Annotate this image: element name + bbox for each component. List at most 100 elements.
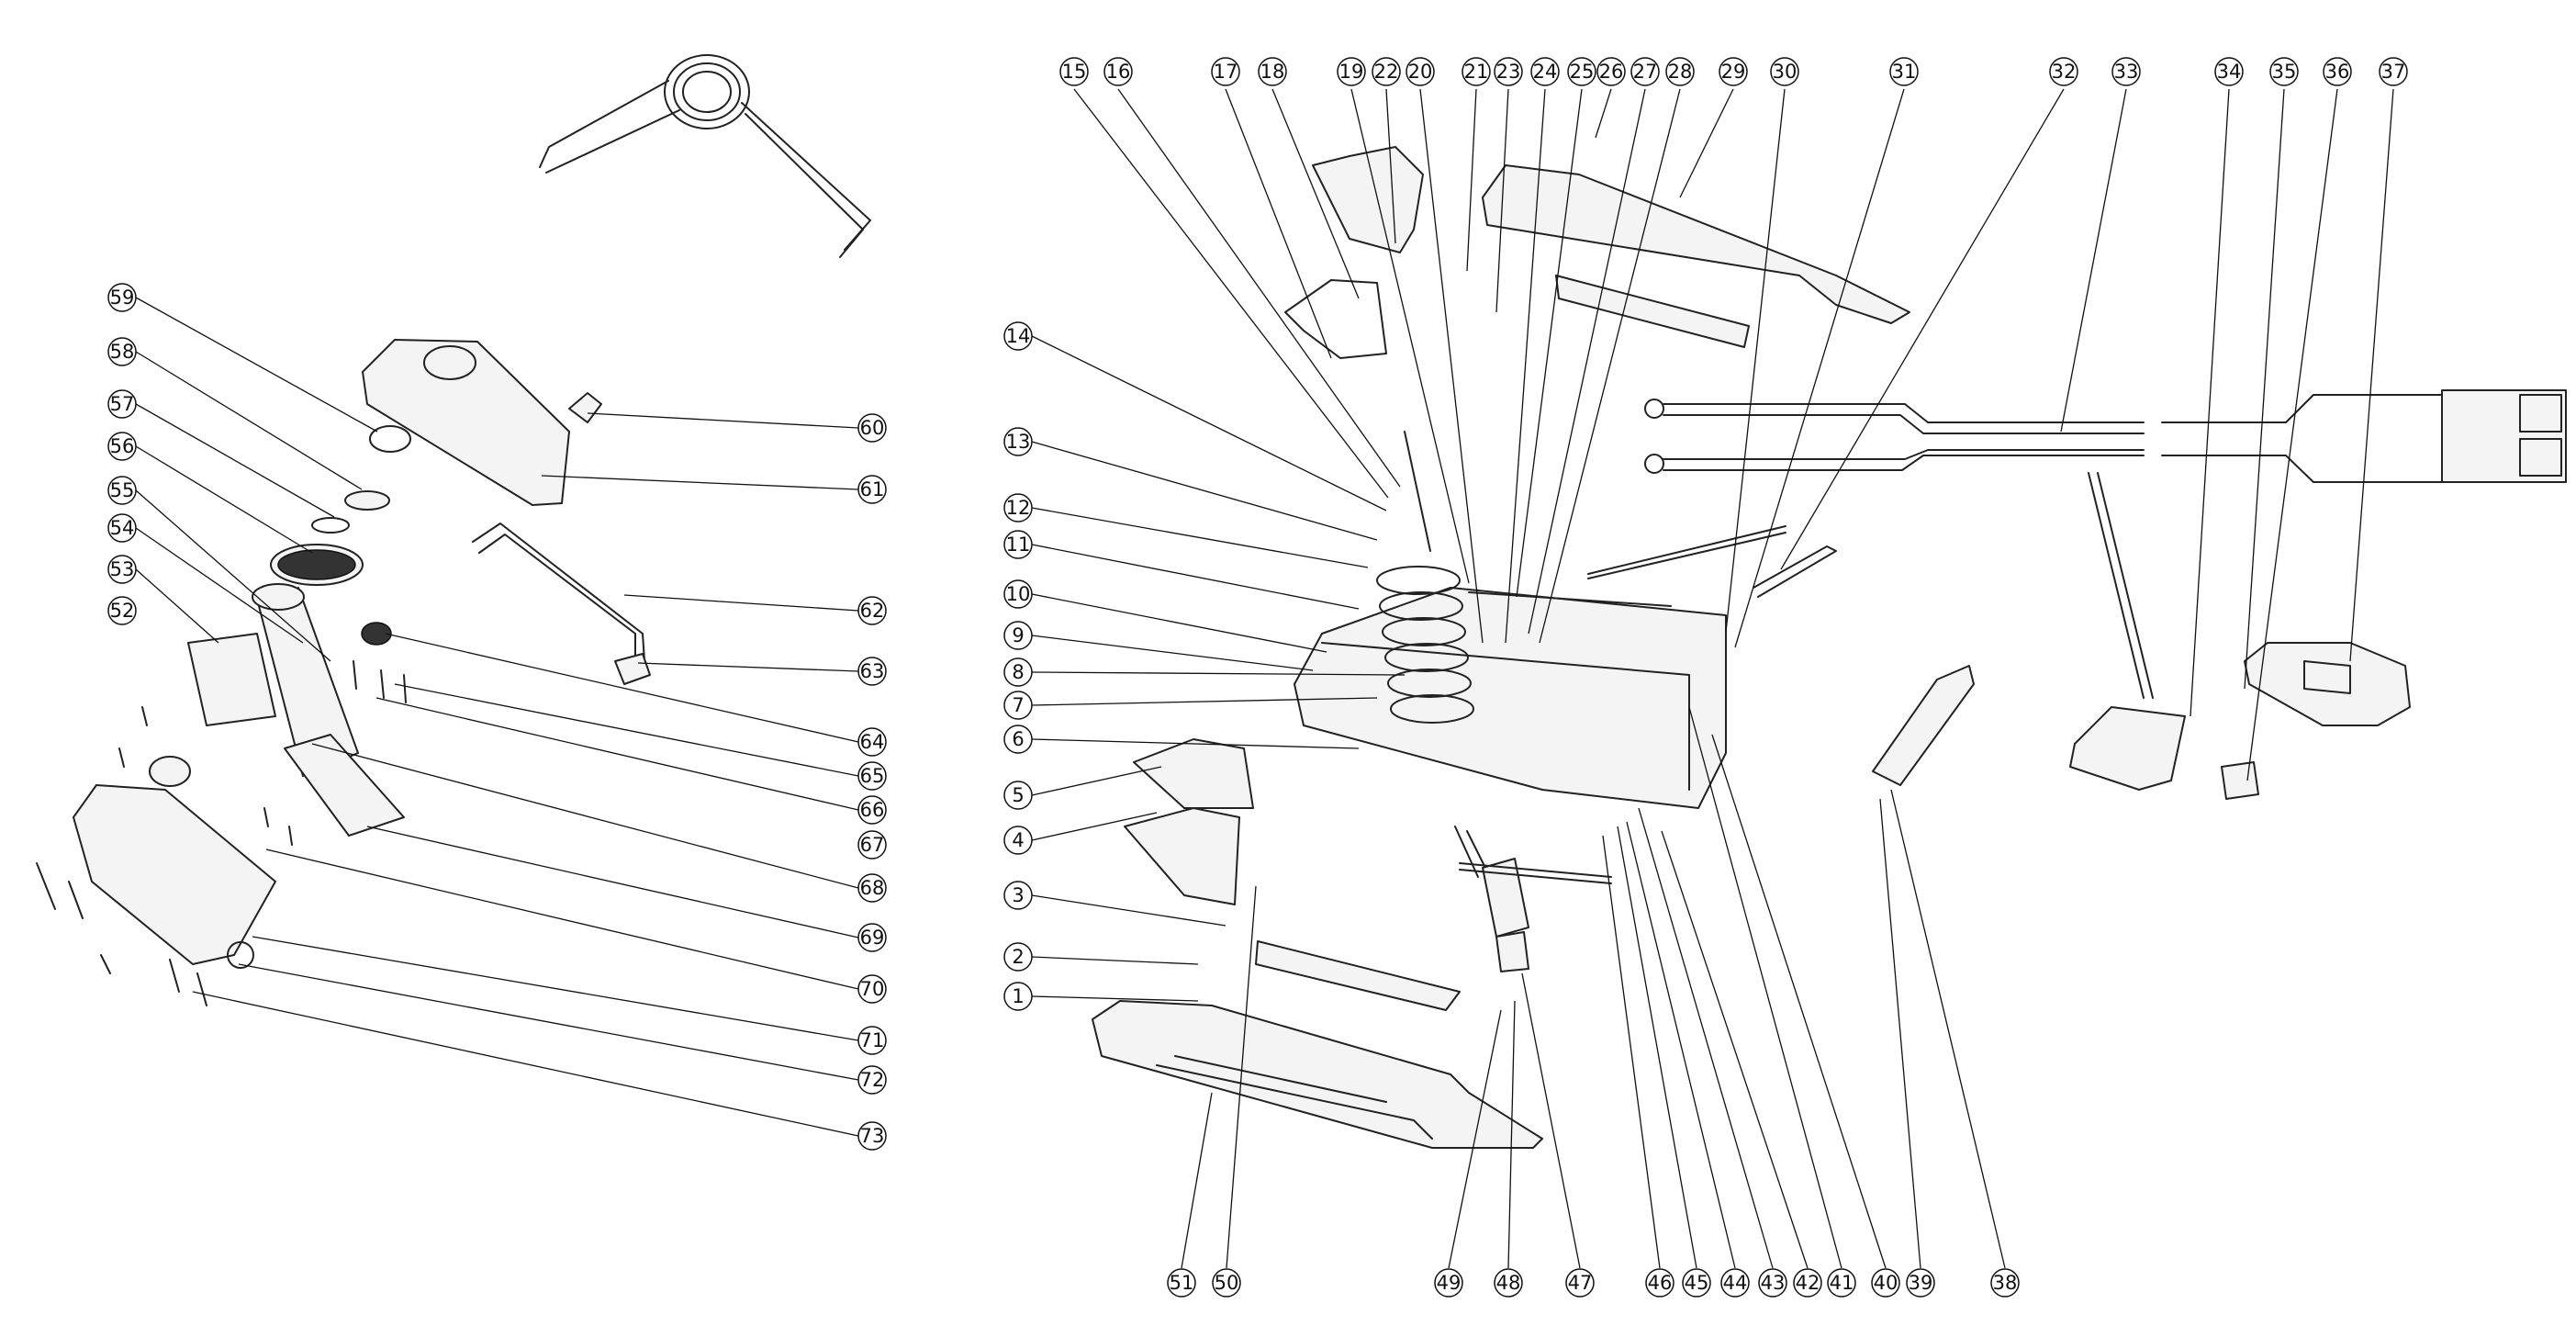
callout-56: 56 <box>107 432 137 461</box>
svg-text:27: 27 <box>1633 61 1658 83</box>
callout-11: 11 <box>1003 530 1033 559</box>
callout-24: 24 <box>1530 57 1560 86</box>
svg-text:60: 60 <box>860 417 885 439</box>
callout-36: 36 <box>2323 57 2352 86</box>
callout-16: 16 <box>1103 57 1133 86</box>
callout-2: 2 <box>1003 942 1033 972</box>
callout-6: 6 <box>1003 725 1033 754</box>
callout-71: 71 <box>857 1026 887 1055</box>
callout-31: 31 <box>1889 57 1919 86</box>
svg-text:73: 73 <box>860 1125 885 1147</box>
callout-61: 61 <box>857 475 887 504</box>
svg-text:61: 61 <box>860 478 885 500</box>
left-assembly-drawing <box>36 54 871 1006</box>
svg-text:46: 46 <box>1648 1272 1673 1294</box>
callout-46: 46 <box>1645 1268 1674 1298</box>
callout-54: 54 <box>107 513 137 543</box>
callout-9: 9 <box>1003 621 1033 650</box>
svg-text:56: 56 <box>110 435 135 457</box>
callout-72: 72 <box>857 1065 887 1095</box>
callout-60: 60 <box>857 413 887 443</box>
svg-text:50: 50 <box>1215 1272 1239 1294</box>
svg-text:67: 67 <box>860 834 885 856</box>
callout-30: 30 <box>1770 57 1799 86</box>
callout-63: 63 <box>857 657 887 686</box>
svg-text:7: 7 <box>1012 694 1024 716</box>
svg-text:59: 59 <box>110 287 135 309</box>
callout-49: 49 <box>1434 1268 1463 1298</box>
right-assembly-drawing <box>1092 146 2567 1149</box>
leader-lines <box>135 88 2394 1269</box>
bottom-cover <box>1092 1000 1543 1149</box>
svg-text:38: 38 <box>1993 1272 2018 1294</box>
callout-10: 10 <box>1003 579 1033 609</box>
callout-45: 45 <box>1682 1268 1711 1298</box>
svg-text:71: 71 <box>860 1029 885 1051</box>
svg-text:40: 40 <box>1874 1272 1898 1294</box>
callout-19: 19 <box>1337 57 1366 86</box>
svg-text:36: 36 <box>2325 61 2350 83</box>
svg-text:6: 6 <box>1012 728 1024 750</box>
svg-text:49: 49 <box>1437 1272 1462 1294</box>
svg-text:63: 63 <box>860 660 885 682</box>
callout-26: 26 <box>1596 57 1626 86</box>
svg-text:30: 30 <box>1773 61 1798 83</box>
svg-text:5: 5 <box>1012 784 1024 806</box>
callout-68: 68 <box>857 873 887 903</box>
svg-text:19: 19 <box>1339 61 1364 83</box>
torsion-spring <box>539 54 871 258</box>
svg-text:57: 57 <box>110 393 135 415</box>
svg-text:54: 54 <box>110 517 135 539</box>
svg-text:64: 64 <box>860 731 885 753</box>
controller-box <box>2069 706 2186 791</box>
callout-3: 3 <box>1003 881 1033 910</box>
callout-27: 27 <box>1630 57 1660 86</box>
callouts: 1 2 3 4 5 6 7 8 9 10 11 12 13 14 15 16 1… <box>107 57 2408 1298</box>
svg-text:62: 62 <box>860 600 885 622</box>
svg-text:70: 70 <box>860 978 885 1000</box>
svg-text:22: 22 <box>1374 61 1399 83</box>
svg-text:11: 11 <box>1006 534 1031 556</box>
callout-66: 66 <box>857 795 887 825</box>
svg-text:13: 13 <box>1006 431 1031 453</box>
svg-text:16: 16 <box>1106 61 1131 83</box>
svg-text:37: 37 <box>2381 61 2406 83</box>
svg-text:35: 35 <box>2272 61 2297 83</box>
svg-text:47: 47 <box>1568 1272 1593 1294</box>
svg-text:34: 34 <box>2217 61 2242 83</box>
callout-18: 18 <box>1258 57 1287 86</box>
svg-text:8: 8 <box>1012 661 1024 683</box>
svg-text:4: 4 <box>1012 829 1024 851</box>
svg-text:65: 65 <box>860 765 885 787</box>
callout-33: 33 <box>2111 57 2141 86</box>
svg-text:32: 32 <box>2052 61 2077 83</box>
svg-text:72: 72 <box>860 1069 885 1091</box>
svg-text:20: 20 <box>1408 61 1433 83</box>
callout-41: 41 <box>1827 1268 1856 1298</box>
callout-58: 58 <box>107 337 137 366</box>
callout-64: 64 <box>857 727 887 757</box>
svg-text:24: 24 <box>1533 61 1558 83</box>
svg-text:58: 58 <box>110 341 135 363</box>
callout-28: 28 <box>1665 57 1695 86</box>
callout-69: 69 <box>857 923 887 952</box>
svg-text:48: 48 <box>1496 1272 1521 1294</box>
callout-52: 52 <box>107 596 137 625</box>
svg-text:21: 21 <box>1464 61 1489 83</box>
callout-39: 39 <box>1906 1268 1935 1298</box>
callout-1: 1 <box>1003 982 1033 1011</box>
callout-17: 17 <box>1211 57 1240 86</box>
svg-text:42: 42 <box>1796 1272 1820 1294</box>
callout-67: 67 <box>857 830 887 860</box>
callout-40: 40 <box>1871 1268 1900 1298</box>
control-handle <box>2244 642 2411 726</box>
callout-8: 8 <box>1003 657 1033 687</box>
callout-14: 14 <box>1003 321 1033 351</box>
svg-text:28: 28 <box>1668 61 1693 83</box>
callout-48: 48 <box>1494 1268 1523 1298</box>
svg-text:1: 1 <box>1012 985 1024 1007</box>
callout-70: 70 <box>857 974 887 1004</box>
callout-42: 42 <box>1793 1268 1822 1298</box>
svg-text:55: 55 <box>110 479 135 501</box>
